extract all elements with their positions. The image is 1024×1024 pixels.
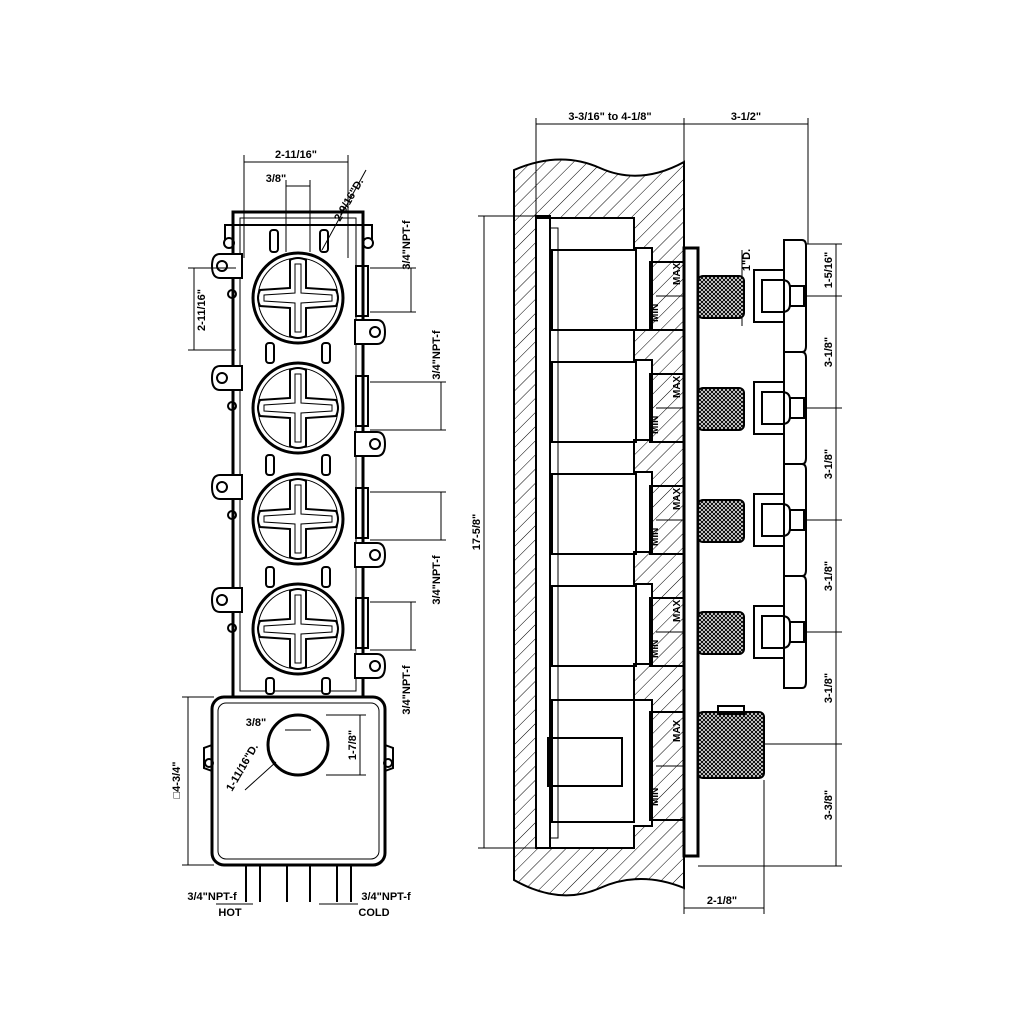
box-height-label: 1-7/8": [347, 730, 359, 760]
height-dim-label: 2-11/16": [196, 289, 208, 331]
side-dimensions: [478, 118, 842, 914]
min-label-4: MIN: [650, 640, 661, 658]
side-handle-4: [697, 575, 807, 689]
npt-label-1: 3/4"NPT-f: [401, 220, 413, 270]
stem-dim-label: 3/8": [266, 173, 287, 185]
box-stem-label: 3/8": [246, 717, 267, 729]
spacing-label-3: 3-1/8": [823, 561, 835, 591]
valve-1: [211, 229, 386, 345]
hot-label: HOT: [218, 907, 242, 919]
mixer-box: [203, 695, 394, 902]
min-label-3: MIN: [650, 528, 661, 546]
min-label-5: MIN: [650, 788, 661, 806]
max-label-1: MAX: [672, 262, 683, 285]
side-handle-2: [697, 351, 807, 465]
box-dim-label: □4-3/4": [171, 762, 183, 799]
cold-label: COLD: [358, 907, 389, 919]
hot-npt-label: 3/4"NPT-f: [187, 891, 237, 903]
dia-dim-label: 2-9/16"D.: [332, 176, 366, 223]
knob-depth-label: 2-1/8": [707, 895, 737, 907]
side-handle-1: [697, 239, 807, 353]
npt-label-4: 3/4"NPT-f: [401, 665, 413, 715]
handle-height-label: 1-5/16": [823, 252, 835, 288]
overall-height-label: 17-5/8": [471, 514, 483, 550]
spacing-label-1: 3-1/8": [823, 337, 835, 367]
depth-dim-label: 3-3/16" to 4-1/8": [568, 111, 651, 123]
npt-label-3: 3/4"NPT-f: [431, 555, 443, 605]
width-dim-label: 2-11/16": [275, 149, 317, 161]
box-dia-label: 1-11/16"D.: [224, 742, 261, 794]
projection-dim-label: 3-1/2": [731, 111, 761, 123]
valve-2: [211, 342, 386, 457]
side-valve-bodies: [547, 246, 700, 858]
cold-npt-label: 3/4"NPT-f: [361, 891, 411, 903]
valve-3: [211, 454, 386, 568]
max-label-5: MAX: [672, 719, 683, 742]
side-view: MAX MIN MAX MIN MAX MIN MAX MIN MAX MIN: [471, 111, 842, 914]
spacing-label-2: 3-1/8": [823, 449, 835, 479]
max-label-4: MAX: [672, 599, 683, 622]
max-label-3: MAX: [672, 487, 683, 510]
npt-label-2: 3/4"NPT-f: [431, 330, 443, 380]
front-dimensions: [182, 155, 446, 905]
side-handle-3: [697, 463, 807, 577]
max-label-2: MAX: [672, 375, 683, 398]
handle-dia-label: 1"D.: [741, 249, 753, 271]
mixer-stem: [266, 713, 330, 777]
min-label-1: MIN: [650, 304, 661, 322]
depth-arrows: [656, 295, 684, 767]
bottom-spacing-label: 3-3/8": [823, 790, 835, 820]
front-view: 2-11/16" 3/8" 2-9/16"D. 2-11/16" 3/4"NPT…: [171, 149, 446, 919]
valve-4: [211, 566, 386, 695]
spacing-label-4: 3-1/8": [823, 673, 835, 703]
mixer-knob: [697, 705, 765, 779]
min-label-2: MIN: [650, 416, 661, 434]
